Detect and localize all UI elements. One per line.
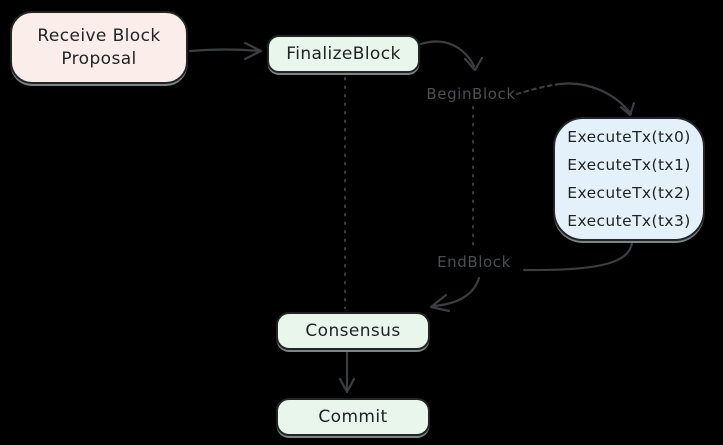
edge-label-begin-block: BeginBlock xyxy=(426,85,516,103)
node-commit-label: Commit xyxy=(318,407,388,427)
node-finalize-block: FinalizeBlock xyxy=(267,35,420,73)
node-receive-block-proposal-label-line1: Receive Block xyxy=(37,25,161,46)
execute-tx-line-0: ExecuteTx(tx0) xyxy=(567,128,691,146)
edge-receive-to-finalizeblock-arrowhead xyxy=(243,41,263,61)
node-execute-tx: ExecuteTx(tx0) ExecuteTx(tx1) ExecuteTx(… xyxy=(553,117,705,241)
edge-beginblock-to-executetx-arrowhead xyxy=(619,101,636,117)
edge-receive-to-finalizeblock xyxy=(188,48,261,53)
edge-executetx-to-endblock xyxy=(522,241,634,272)
execute-tx-line-2: ExecuteTx(tx2) xyxy=(567,184,691,202)
node-receive-block-proposal-label-line2: Proposal xyxy=(61,48,137,69)
edge-beginblock-to-executetx-dashed-start xyxy=(515,82,562,96)
node-commit: Commit xyxy=(276,398,430,436)
edge-beginblock-to-executetx xyxy=(558,82,633,116)
edge-label-end-block: EndBlock xyxy=(437,253,511,271)
edge-finalizeblock-to-beginblock-arrowhead xyxy=(463,56,484,72)
node-receive-block-proposal: Receive Block Proposal xyxy=(10,11,188,84)
edge-endblock-to-consensus xyxy=(432,276,481,308)
node-consensus-label: Consensus xyxy=(305,321,401,341)
execute-tx-line-3: ExecuteTx(tx3) xyxy=(567,212,691,230)
execute-tx-line-1: ExecuteTx(tx1) xyxy=(567,156,691,174)
node-finalize-block-label: FinalizeBlock xyxy=(286,44,401,64)
edge-consensus-to-commit-arrowhead xyxy=(338,377,356,394)
edge-finalizeblock-to-beginblock xyxy=(419,40,476,68)
edge-endblock-to-consensus-arrowhead xyxy=(429,293,451,313)
node-consensus: Consensus xyxy=(276,312,430,350)
